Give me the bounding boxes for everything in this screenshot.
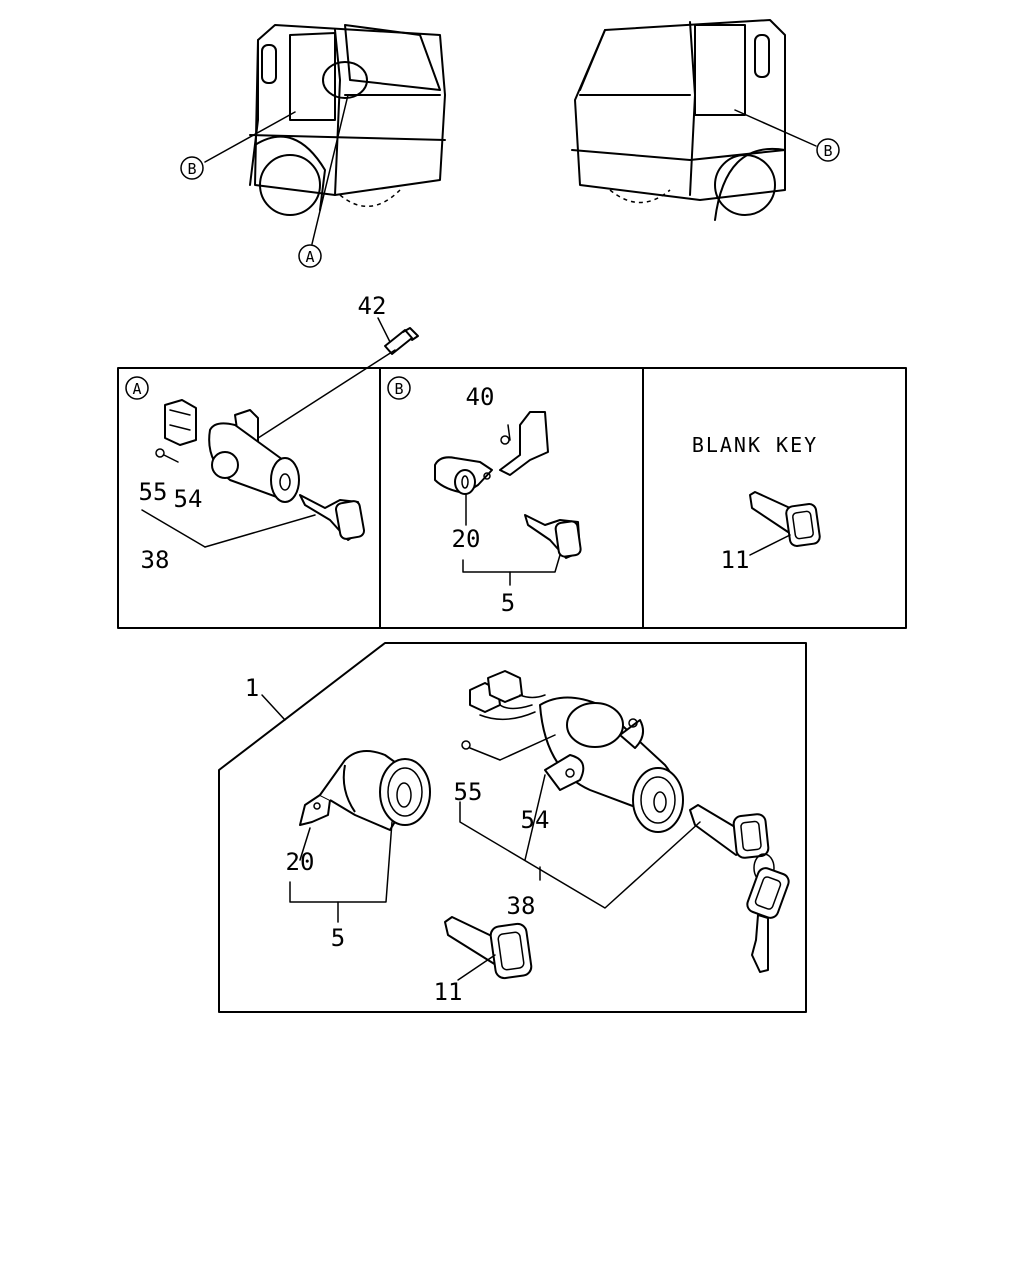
detail-a-callout: A	[125, 376, 149, 400]
detail-panels-frame	[117, 367, 907, 629]
svg-text:B: B	[823, 142, 832, 160]
label-5-kit: 5	[331, 924, 345, 952]
callout-view-a: A	[298, 94, 349, 268]
label-20-b: 20	[452, 525, 481, 553]
bracket-38-a	[141, 509, 206, 548]
label-55-a: 55	[139, 478, 168, 506]
bracket-5-b	[462, 554, 561, 573]
callout-view-b-right: B	[734, 109, 840, 162]
ignition-switch-a	[155, 399, 365, 548]
callout-view-b-left: B	[180, 111, 296, 180]
label-54-a: 54	[174, 485, 203, 513]
cab-left-illustration	[249, 24, 446, 216]
label-38-kit: 38	[507, 892, 536, 920]
label-55-kit: 55	[454, 778, 483, 806]
label-54-kit: 54	[521, 806, 550, 834]
kit-ignition-switch	[461, 670, 684, 833]
label-1: 1	[245, 674, 259, 702]
bolt-42	[254, 317, 419, 441]
label-20-kit: 20	[286, 848, 315, 876]
door-lock-b	[434, 411, 582, 559]
kit-key-set	[689, 804, 790, 973]
svg-text:B: B	[394, 380, 403, 398]
detail-b-callout: B	[387, 376, 411, 400]
label-11-kit: 11	[434, 978, 463, 1006]
label-11-c: 11	[721, 546, 750, 574]
kit-door-lock-cylinder	[299, 750, 431, 861]
cab-right-illustration	[571, 19, 786, 221]
blank-key-title: BLANK KEY	[692, 433, 818, 457]
blank-key-11	[749, 491, 821, 556]
kit-blank-key	[444, 916, 533, 981]
label-42: 42	[358, 292, 387, 320]
svg-text:A: A	[132, 380, 141, 398]
svg-text:B: B	[187, 160, 196, 178]
leader-40	[507, 424, 511, 441]
label-38-a: 38	[141, 546, 170, 574]
label-5-b: 5	[501, 589, 515, 617]
kit-panel-frame	[218, 642, 807, 1013]
label-40: 40	[466, 383, 495, 411]
bracket-38-kit	[459, 801, 701, 909]
svg-text:A: A	[305, 248, 314, 266]
leader-1	[261, 694, 286, 721]
